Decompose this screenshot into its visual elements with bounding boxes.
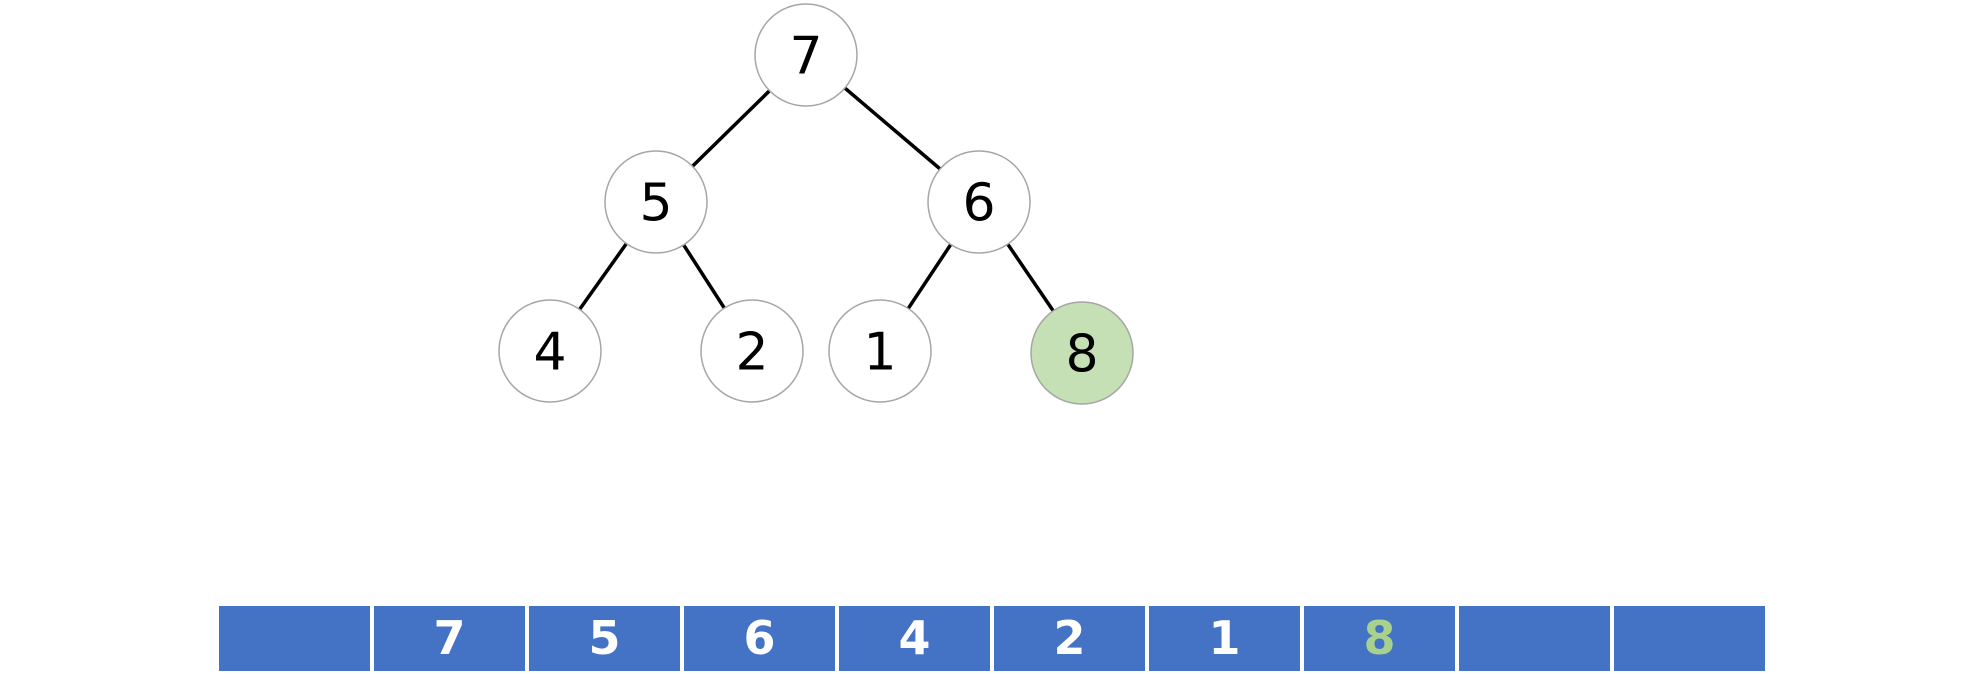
array-cell-4: 4	[839, 606, 990, 671]
array-cell-1: 7	[374, 606, 525, 671]
tree-node-1-label: 1	[863, 323, 896, 383]
tree-node-5: 5	[604, 150, 708, 254]
tree-node-4: 4	[498, 299, 602, 403]
tree-node-7-circle	[754, 3, 858, 107]
array-cell-9	[1614, 606, 1765, 671]
tree-node-4-circle	[498, 299, 602, 403]
tree-node-2-label: 2	[735, 323, 768, 383]
array-cell-3: 6	[684, 606, 835, 671]
tree-node-8-label: 8	[1065, 325, 1098, 385]
tree-node-5-label: 5	[639, 174, 672, 234]
tree-node-4-label: 4	[533, 323, 566, 383]
tree-node-1-circle	[828, 299, 932, 403]
tree-node-8-highlighted: 8	[1030, 301, 1134, 405]
tree-node-2-circle	[700, 299, 804, 403]
tree-node-6: 6	[927, 150, 1031, 254]
tree-node-6-label: 6	[962, 174, 995, 234]
tree-node-8-circle	[1030, 301, 1134, 405]
tree-node-6-circle	[927, 150, 1031, 254]
array-cell-2: 5	[529, 606, 680, 671]
tree-node-2: 2	[700, 299, 804, 403]
array-cell-8	[1459, 606, 1610, 671]
array-row: 7 5 6 4 2 1 8	[219, 606, 1765, 671]
tree-node-5-circle	[604, 150, 708, 254]
tree-node-1: 1	[828, 299, 932, 403]
binary-tree-diagram: 7 5 6 4 2 1 8	[498, 3, 1134, 405]
tree-node-7: 7	[754, 3, 858, 107]
array-cell-5: 2	[994, 606, 1145, 671]
array-cell-7-highlighted: 8	[1304, 606, 1455, 671]
array-cell-6: 1	[1149, 606, 1300, 671]
tree-node-7-label: 7	[789, 27, 822, 87]
array-cell-0	[219, 606, 370, 671]
